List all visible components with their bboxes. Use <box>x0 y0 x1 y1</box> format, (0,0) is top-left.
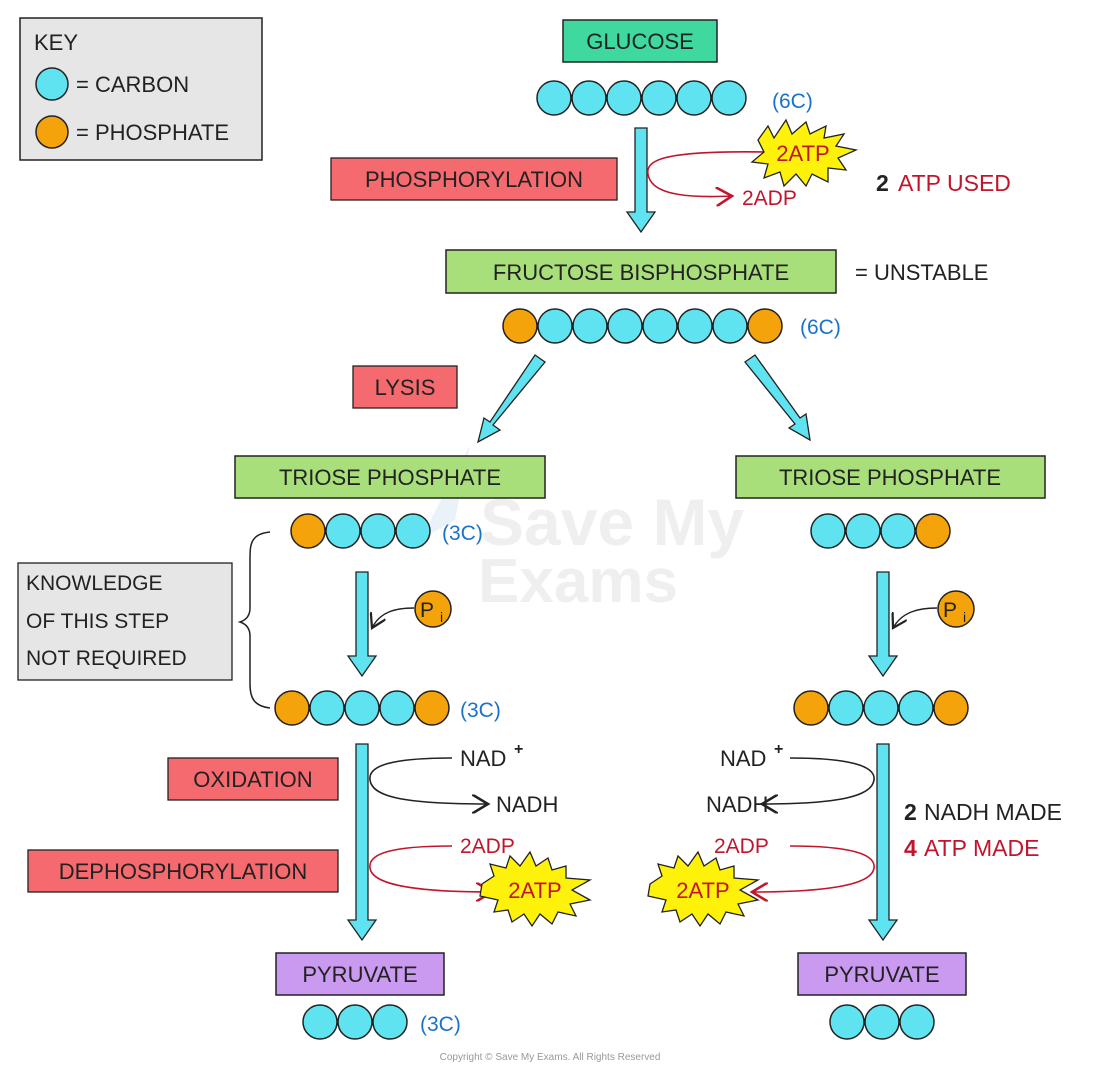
nad-right-sup: + <box>774 741 783 758</box>
key-box: KEY = CARBON = PHOSPHATE <box>19 17 263 161</box>
oxidation-label: OXIDATION <box>193 767 312 792</box>
nad-left-arrow <box>369 757 488 804</box>
pyruvate-left-carbon-count: (3C) <box>420 1013 461 1036</box>
pyruvate-right-label: PYRUVATE <box>824 962 939 987</box>
lysis-stage: LYSIS <box>352 365 458 409</box>
pi-left-sub: i <box>440 609 443 625</box>
fructose-bisphosphate-box: FRUCTOSE BISPHOSPHATE <box>445 249 837 294</box>
pi-left-p: P <box>420 599 434 622</box>
knowledge-brace <box>237 531 271 709</box>
nad-right: NAD + <box>720 741 783 771</box>
arrow-lysis-left <box>477 354 546 444</box>
oxidation-stage: OXIDATION <box>167 757 339 801</box>
atp-star-left-label: 2ATP <box>508 878 561 903</box>
triose-phosphate-left-label: TRIOSE PHOSPHATE <box>279 465 501 490</box>
knowledge-note: KNOWLEDGE OF THIS STEP NOT REQUIRED <box>17 562 233 681</box>
nadh-right-label: NADH <box>706 792 768 817</box>
pi-right-p: P <box>943 599 957 622</box>
copyright-notice: Copyright © Save My Exams. All Rights Re… <box>440 1052 661 1063</box>
carbon-key-icon <box>35 67 69 101</box>
atp-made-summary: 4 ATP MADE <box>904 835 1039 861</box>
fructose-bisphosphate-label: FRUCTOSE BISPHOSPHATE <box>493 260 789 285</box>
glucose-label: GLUCOSE <box>586 29 694 54</box>
fructose-chain <box>502 308 783 344</box>
nadh-made-number: 2 <box>904 799 917 825</box>
atp-used-summary: 2 ATP USED <box>876 170 1011 196</box>
key-carbon-label: = CARBON <box>76 72 189 97</box>
arrow-triose-left-down <box>346 571 378 678</box>
key-title: KEY <box>34 30 78 55</box>
triose-left-carbon-count: (3C) <box>442 522 483 545</box>
nad-right-label: NAD <box>720 746 766 771</box>
arrow-lysis-right <box>744 354 811 442</box>
glucose-chain <box>536 80 747 116</box>
pyruvate-right-chain <box>829 1004 935 1040</box>
phosphorylation-label: PHOSPHORYLATION <box>365 167 583 192</box>
arrow-left-to-pyruvate <box>346 743 378 942</box>
atp-star-right-label: 2ATP <box>676 878 729 903</box>
triose-left-chain <box>290 513 431 549</box>
dephosphorylation-label: DEPHOSPHORYLATION <box>59 859 308 884</box>
knowledge-line1: KNOWLEDGE <box>26 572 163 595</box>
lysis-label: LYSIS <box>375 375 436 400</box>
triose-phosphate-right-box: TRIOSE PHOSPHATE <box>735 455 1046 499</box>
pyruvate-left-label: PYRUVATE <box>302 962 417 987</box>
nad-left-sup: + <box>514 741 523 758</box>
pyruvate-left-chain <box>302 1004 408 1040</box>
atp-made-number: 4 <box>904 835 917 861</box>
knowledge-line2: OF THIS STEP <box>26 610 169 633</box>
arrow-glucose-fructose <box>625 127 657 234</box>
triose-right-chain <box>810 513 951 549</box>
phosphorylation-red-arrow <box>646 150 771 197</box>
triose-phosphate-right-label: TRIOSE PHOSPHATE <box>779 465 1001 490</box>
knowledge-line3: NOT REQUIRED <box>26 647 187 670</box>
phosphate-input-left: P i <box>414 590 452 628</box>
key-phosphate-label: = PHOSPHATE <box>76 120 229 145</box>
nad-right-arrow <box>762 757 875 804</box>
glucose-carbon-count: (6C) <box>772 90 813 113</box>
bisphosphate-left-carbon-count: (3C) <box>460 699 501 722</box>
bisphosphate-right-chain <box>793 690 969 726</box>
atp-made-text: ATP MADE <box>924 835 1039 861</box>
arrow-triose-right-down <box>867 571 899 678</box>
atp-star-1: 2ATP <box>750 118 859 188</box>
atp-used-number: 2 <box>876 170 889 196</box>
pi-left-arrow <box>372 607 415 628</box>
phosphate-input-right: P i <box>937 590 975 628</box>
atp-star-right: 2ATP <box>647 850 761 928</box>
unstable-label: = UNSTABLE <box>855 260 988 285</box>
pyruvate-right-box: PYRUVATE <box>797 952 967 996</box>
adp-left-label: 2ADP <box>460 835 515 858</box>
atp-used-text: ATP USED <box>898 170 1011 196</box>
watermark-line2: Exams <box>478 547 678 616</box>
nadh-left-label: NADH <box>496 792 558 817</box>
pi-right-sub: i <box>963 609 966 625</box>
adp-right-arrow <box>752 845 875 892</box>
atp-star-1-label: 2ATP <box>776 141 829 166</box>
nad-left-label: NAD <box>460 746 506 771</box>
arrow-right-to-pyruvate <box>867 743 899 942</box>
fructose-carbon-count: (6C) <box>800 316 841 339</box>
adp-left-arrow <box>369 845 492 892</box>
phosphate-key-icon <box>35 115 69 149</box>
atp-star-left: 2ATP <box>479 850 593 928</box>
pyruvate-left-box: PYRUVATE <box>275 952 445 996</box>
nadh-made-summary: 2 NADH MADE <box>904 799 1062 825</box>
adp-right-label: 2ADP <box>714 835 769 858</box>
glucose-box: GLUCOSE <box>562 19 718 63</box>
bisphosphate-left-chain <box>274 690 450 726</box>
dephosphorylation-stage: DEPHOSPHORYLATION <box>27 849 339 893</box>
phosphorylation-adp-label: 2ADP <box>742 187 797 210</box>
pi-right-arrow <box>893 607 938 628</box>
phosphorylation-stage: PHOSPHORYLATION <box>330 157 618 201</box>
nadh-made-text: NADH MADE <box>924 799 1062 825</box>
nad-left: NAD + <box>460 741 523 771</box>
triose-phosphate-left-box: TRIOSE PHOSPHATE <box>234 455 546 499</box>
